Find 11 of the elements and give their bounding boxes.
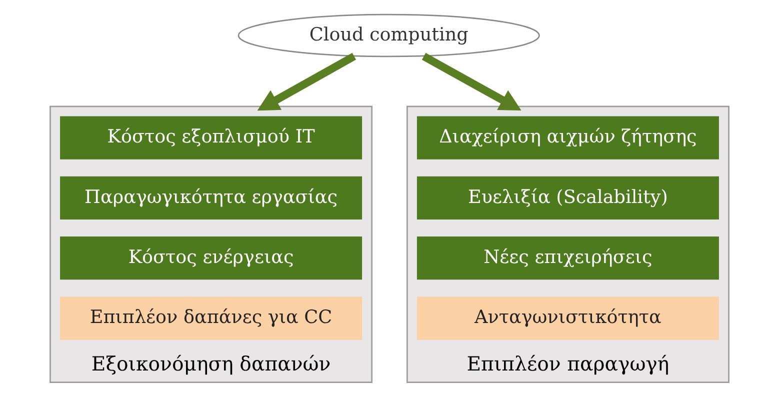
node-box: Παραγωγικότητα εργασίας — [60, 176, 362, 220]
arrow — [421, 52, 521, 110]
node-box: Κόστος ενέργειας — [60, 236, 362, 280]
node-box: Επιπλέον δαπάνες για CC — [60, 296, 362, 340]
node-box: Διαχείριση αιχμών ζήτησης — [416, 116, 718, 159]
node-box: Νέες επιχειρήσεις — [416, 236, 718, 280]
node-box: Ευελιξία (Scalability) — [416, 176, 718, 220]
node-ellipse: Cloud computing — [237, 13, 540, 57]
arrow — [256, 52, 356, 110]
node-box: Ανταγωνιστικότητα — [416, 296, 718, 340]
node-box: Κόστος εξοπλισμού IT — [60, 116, 362, 159]
